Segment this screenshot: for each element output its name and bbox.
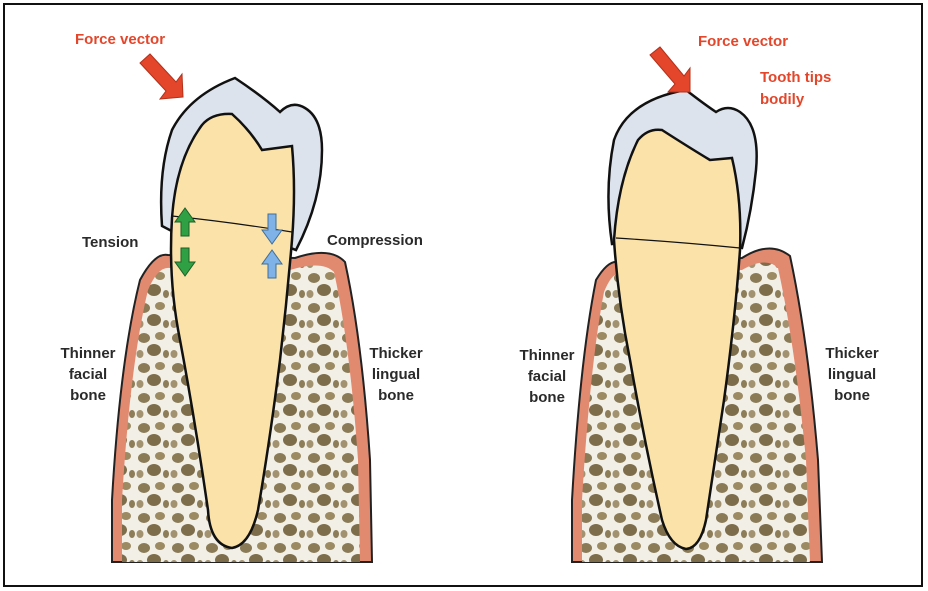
right-force-vector-label: Force vector — [698, 33, 788, 50]
left-facial-line-3: bone — [70, 387, 106, 404]
left-lingual-line-3: bone — [378, 387, 414, 404]
right-lingual-line-2: lingual — [828, 366, 876, 383]
right-facial-bone-label: Thinner facial bone — [520, 347, 575, 406]
tooth-tips-line-1: Tooth tips — [760, 69, 831, 86]
left-force-vector-label: Force vector — [75, 31, 165, 48]
tension-label: Tension — [82, 234, 138, 251]
tooth-tips-line-2: bodily — [760, 91, 805, 108]
right-lingual-line-3: bone — [834, 387, 870, 404]
compression-label: Compression — [327, 232, 423, 249]
right-lingual-bone-label: Thicker lingual bone — [825, 345, 879, 404]
left-facial-line-2: facial — [69, 366, 107, 383]
left-facial-bone-label: Thinner facial bone — [61, 345, 116, 404]
right-tooth-panel: Force vector Tooth tips bodily Thinner f… — [520, 33, 879, 562]
right-facial-line-2: facial — [528, 368, 566, 385]
right-facial-line-3: bone — [529, 389, 565, 406]
tooth-tips-label: Tooth tips bodily — [760, 69, 831, 108]
right-facial-line-1: Thinner — [520, 347, 575, 364]
left-lingual-line-1: Thicker — [369, 345, 423, 362]
right-lingual-line-1: Thicker — [825, 345, 879, 362]
left-lingual-line-2: lingual — [372, 366, 420, 383]
left-tooth-panel: Force vector Tension Compression Thinner… — [61, 31, 423, 562]
right-force-arrow-icon — [650, 47, 690, 92]
left-lingual-bone-label: Thicker lingual bone — [369, 345, 423, 404]
left-facial-line-1: Thinner — [61, 345, 116, 362]
left-force-arrow-icon — [140, 54, 183, 99]
